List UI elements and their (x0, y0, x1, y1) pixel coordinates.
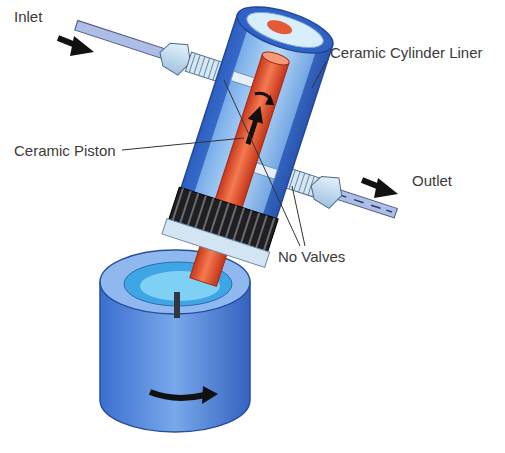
leader-line (122, 62, 326, 246)
part-label: Ceramic Cylinder Liner (330, 44, 483, 62)
callout-label: No Valves (278, 248, 345, 266)
part-label: Ceramic Piston (14, 142, 116, 160)
inlet-label: Inlet (14, 8, 42, 26)
outlet-label: Outlet (412, 172, 452, 190)
flow-arrow (362, 178, 398, 198)
motor-base (100, 250, 250, 432)
flow-arrow (58, 36, 94, 56)
